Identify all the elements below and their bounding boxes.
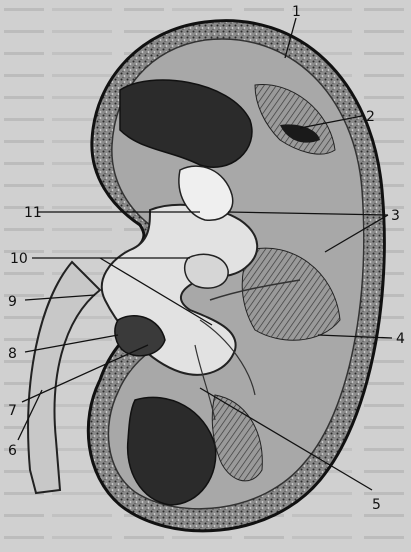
label-4: 4 [396, 331, 405, 347]
label-7: 7 [8, 403, 17, 419]
label-9: 9 [8, 294, 17, 310]
label-10: 10 [10, 251, 28, 267]
label-11: 11 [24, 205, 42, 221]
label-2: 2 [366, 109, 375, 125]
label-1: 1 [292, 4, 301, 20]
label-5: 5 [372, 497, 381, 513]
label-6: 6 [8, 443, 17, 459]
label-3: 3 [391, 208, 400, 224]
minor-calyx [185, 254, 228, 288]
label-8: 8 [8, 346, 17, 362]
